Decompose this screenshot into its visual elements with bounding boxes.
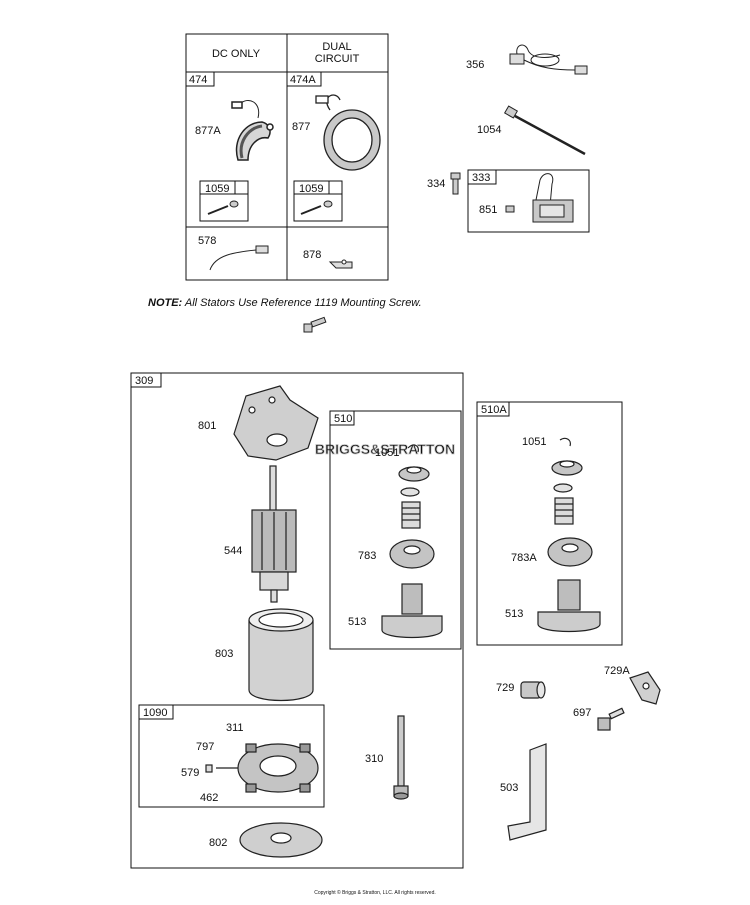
ref-box-333-frame [467, 169, 590, 233]
ref-box-309-tab [130, 372, 162, 388]
drive-510-drawing [381, 444, 443, 639]
part-label-1054: 1054 [477, 124, 501, 136]
ref-box-510A: 510A [481, 404, 507, 416]
stator-note: NOTE: All Stators Use Reference 1119 Mou… [148, 297, 422, 309]
screw-334-drawing [450, 172, 461, 195]
part-label-513-b: 513 [505, 608, 523, 620]
armature-544-drawing [251, 465, 297, 603]
module-851-drawing [505, 173, 574, 223]
part-label-462: 462 [200, 792, 218, 804]
ref-box-1059-b: 1059 [299, 183, 323, 195]
ref-box-510A-tab [476, 401, 510, 417]
ref-box-1090: 1090 [143, 707, 167, 719]
ref-box-510A-frame [476, 401, 623, 646]
screw-697-drawing [597, 707, 625, 731]
part-label-877: 877 [292, 121, 310, 133]
part-label-797: 797 [196, 741, 214, 753]
ref-box-1059-a: 1059 [205, 183, 229, 195]
part-label-803: 803 [215, 648, 233, 660]
stator-877-drawing [315, 94, 381, 171]
part-label-878: 878 [303, 249, 321, 261]
part-label-851: 851 [479, 204, 497, 216]
ref-box-333-tab [467, 169, 497, 185]
stator-877A-drawing [231, 100, 274, 161]
part-label-729: 729 [496, 682, 514, 694]
ref-box-1090-frame [138, 704, 325, 808]
ref-box-510-tab [329, 410, 355, 426]
part-label-801: 801 [198, 420, 216, 432]
part-label-311: 311 [226, 722, 244, 734]
drive-510A-drawing [537, 437, 601, 633]
ref-box-510: 510 [334, 413, 352, 425]
part-label-544: 544 [224, 545, 242, 557]
part-label-697: 697 [573, 707, 591, 719]
harness-356-drawing [509, 44, 588, 75]
ref-box-309: 309 [135, 375, 153, 387]
part-label-783A: 783A [511, 552, 537, 564]
copyright-footer: Copyright © Briggs & Stratton, LLC. All … [314, 890, 436, 896]
brush-plate-311-drawing [205, 743, 319, 793]
part-label-579: 579 [181, 767, 199, 779]
ref-box-510-frame [329, 410, 462, 650]
tool-503-drawing [507, 743, 547, 841]
ref-box-333: 333 [472, 172, 490, 184]
end-plate-802-drawing [239, 822, 323, 858]
part-label-503: 503 [500, 782, 518, 794]
brand-watermark: BRIGGS&STRATTON [315, 441, 455, 457]
part-label-334: 334 [427, 178, 445, 190]
part-label-783: 783 [358, 550, 376, 562]
part-label-578: 578 [198, 235, 216, 247]
housing-803-drawing [248, 608, 314, 702]
ref-box-474: 474 [189, 74, 207, 86]
table-header-dual-line1: DUAL [322, 41, 351, 53]
note-prefix: NOTE: [148, 297, 183, 309]
mounting-screw-1119-drawing [303, 316, 327, 333]
note-text: All Stators Use Reference 1119 Mounting … [182, 297, 422, 309]
screw-1059-a-drawing [207, 200, 239, 215]
bracket-729A-drawing [629, 671, 661, 705]
stator-table [185, 33, 389, 281]
part-label-356: 356 [466, 59, 484, 71]
bolt-310-drawing [393, 715, 409, 800]
part-label-310: 310 [365, 753, 383, 765]
part-label-1051-a: 1051 [375, 447, 399, 459]
part-label-1051-b: 1051 [522, 436, 546, 448]
table-header-dc-only: DC ONLY [212, 48, 261, 60]
part-label-802: 802 [209, 837, 227, 849]
table-header-dual-line2: CIRCUIT [315, 53, 360, 65]
wire-578-drawing [209, 245, 269, 271]
clip-878-drawing [328, 259, 353, 269]
part-label-729A: 729A [604, 665, 630, 677]
ref-box-1090-tab [138, 704, 174, 720]
tie-1054-drawing [503, 105, 586, 156]
part-label-877A: 877A [195, 125, 221, 137]
ref-box-309-frame [130, 372, 464, 869]
bracket-801-drawing [233, 385, 319, 461]
part-label-513-a: 513 [348, 616, 366, 628]
ref-box-474A: 474A [290, 74, 316, 86]
screw-1059-b-drawing [300, 200, 333, 215]
bushing-729-drawing [520, 681, 546, 699]
